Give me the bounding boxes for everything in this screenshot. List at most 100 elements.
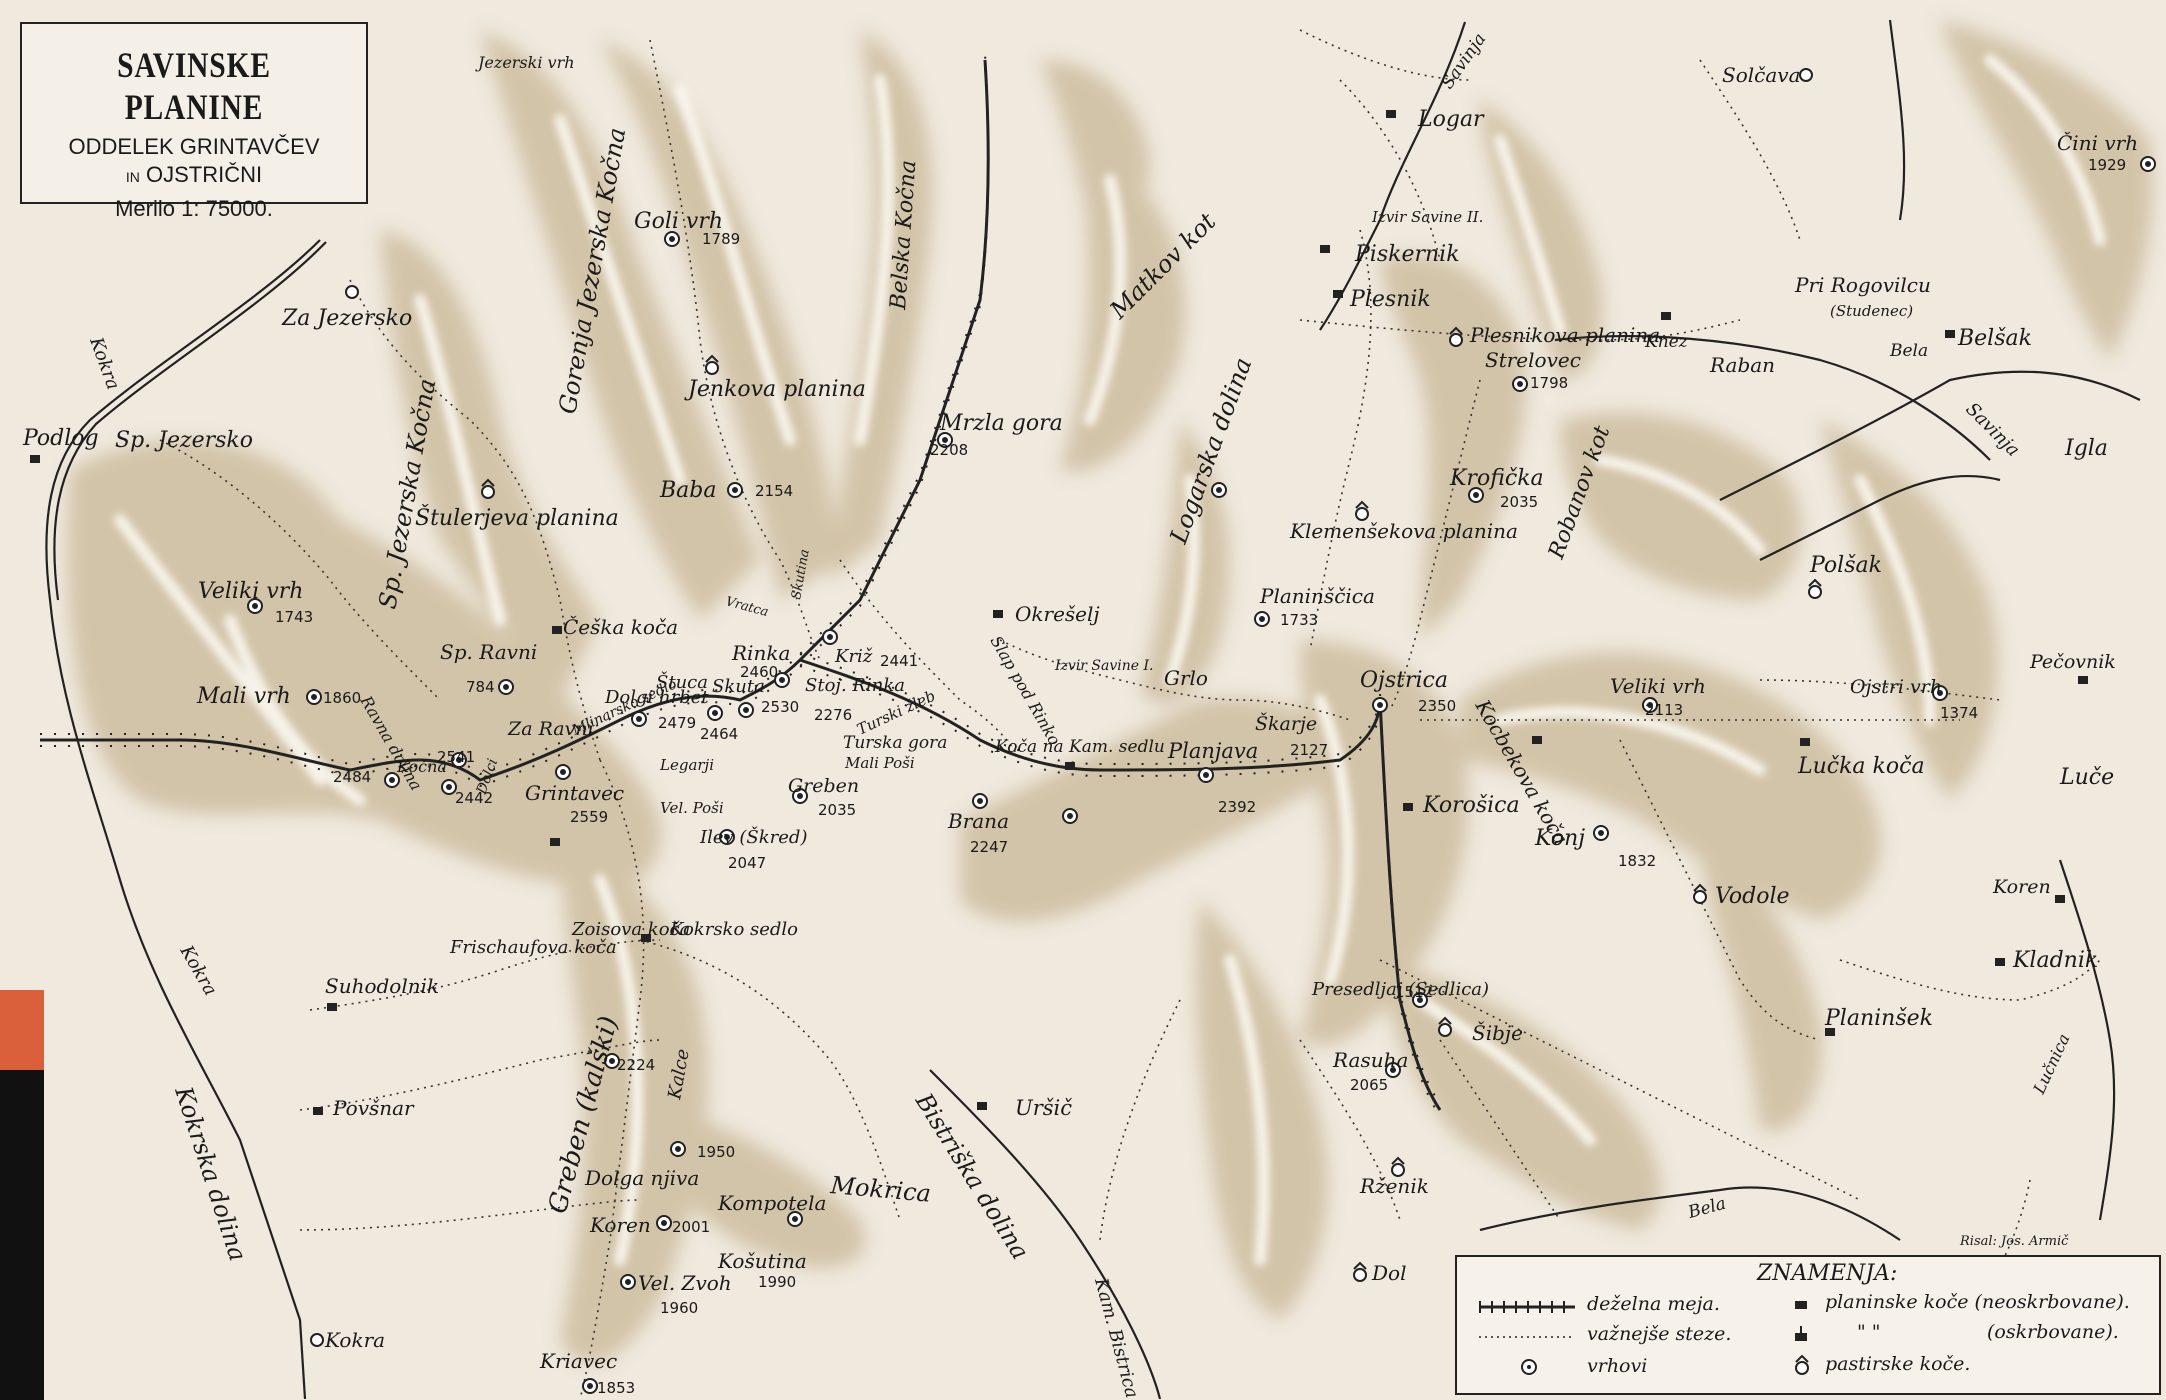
- elev-goli-vrh: 1789: [702, 230, 740, 248]
- label-kokrsko-sedlo: Kokrsko sedlo: [669, 919, 798, 940]
- legend-path-symbol: [1479, 1336, 1575, 1338]
- map-legend: ZNAMENJA: deželna meja. važnejše steze. …: [1455, 1255, 2161, 1395]
- label-knez: Knez: [1644, 332, 1689, 352]
- label-veliki-vrh-w: Veliki vrh: [198, 579, 303, 604]
- label-ojstrica: Ojstrica: [1360, 668, 1448, 693]
- elev-kriz: 2441: [880, 652, 918, 670]
- label-dol: Dol: [1371, 1261, 1406, 1285]
- label-grlo: Grlo: [1164, 666, 1208, 690]
- elev-ojstrica: 2350: [1418, 697, 1456, 715]
- elev-2484: 2484: [333, 768, 371, 786]
- map-scale: Merilo 1: 75000.: [115, 196, 273, 221]
- label-belsak: Belšak: [1957, 326, 2032, 351]
- label-vel-posi: Vel. Poši: [660, 799, 724, 817]
- label-ursic: Uršič: [1015, 1096, 1072, 1120]
- elev-kriavec: 1853: [597, 1379, 635, 1397]
- label-zoisova-koca: Zoisova koča: [571, 919, 690, 940]
- legend-ditto: " ": [1857, 1321, 1881, 1343]
- label-planinscica: Planinščica: [1259, 584, 1375, 608]
- label-plesnik: Plesnik: [1349, 287, 1431, 312]
- ridge-crests: [114, 54, 2106, 1266]
- elev-strelovec: 1798: [1530, 374, 1568, 392]
- map-subtitle-ojstricni: OJSTRIČNI: [146, 162, 263, 187]
- elev-kosutina: 1990: [758, 1273, 796, 1291]
- legend-managed-hut-label: (oskrbovane).: [1987, 1321, 2119, 1343]
- label-vodole: Vodole: [1715, 884, 1790, 909]
- elev-veliki-vrh-e: 2113: [1645, 701, 1683, 719]
- label-logar: Logar: [1417, 107, 1485, 132]
- elev-vel-zvoh: 1960: [660, 1299, 698, 1317]
- elev-koren: 2001: [672, 1218, 710, 1236]
- elev-rinka: 2460: [740, 663, 778, 681]
- label-baba: Baba: [659, 478, 716, 503]
- elev-stuca: 2479: [658, 714, 696, 732]
- map-subtitle-1: ODDELEK GRINTAVČEV: [68, 134, 320, 159]
- elev-stoj-rinka: 2276: [814, 706, 852, 724]
- legend-border-symbol: [1479, 1301, 1575, 1313]
- label-korosica: Korošica: [1422, 793, 1520, 818]
- map-title-box: SAVINSKE PLANINE ODDELEK GRINTAVČEV IN O…: [20, 22, 368, 221]
- label-mali-vrh: Mali vrh: [196, 684, 291, 709]
- label-dolga-njiva: Dolga njiva: [584, 1166, 699, 1190]
- label-ceska-koca: Češka koča: [563, 614, 678, 639]
- elev-rasuha: 1929: [2088, 156, 2126, 174]
- label-veliki-vrh-e: Veliki vrh: [1610, 674, 1706, 698]
- elev-cini-vrh: 1832: [1618, 852, 1656, 870]
- label-legarji: Legarji: [659, 756, 714, 774]
- elev-1950: 1950: [697, 1143, 735, 1161]
- legend-shepherd-label: pastirske koče.: [1825, 1353, 1971, 1375]
- elev-2442: 2442: [455, 789, 493, 807]
- label-frischaufova-koca: Frischaufova koča: [449, 937, 617, 958]
- label-klemensekova: Klemenšekova planina: [1289, 519, 1518, 543]
- label-za-jezersko: Za Jezersko: [281, 306, 412, 331]
- elev-ilev: 2047: [728, 854, 766, 872]
- map-title: SAVINSKE PLANINE: [117, 45, 271, 127]
- label-stuca: Štuca: [656, 670, 708, 693]
- label-rinka: Rinka: [731, 641, 790, 665]
- label-ojstri-vrh: Ojstri vrh: [1850, 676, 1942, 698]
- label-stoj-rinka: Stoj. Rinka: [805, 675, 905, 696]
- label-goli-vrh: Goli vrh: [634, 209, 723, 234]
- label-raban: Raban: [1709, 353, 1775, 377]
- hut-markers: [30, 110, 2088, 1115]
- elev-planjava: 2392: [1218, 798, 1256, 816]
- legend-hut-label: planinske koče (neoskrbovane).: [1825, 1291, 2130, 1313]
- legend-title: ZNAMENJA:: [1757, 1261, 1898, 1286]
- label-izvir-savine-1: Izvir Savine I.: [1054, 658, 1154, 674]
- label-kompotela: Kompotela: [717, 1191, 826, 1215]
- elev-baba: 2154: [755, 482, 793, 500]
- label-podlog: Podlog: [22, 426, 99, 451]
- label-igla: Igla: [2064, 436, 2108, 461]
- label-skuta: Skuta: [712, 676, 765, 697]
- legend-shepherd-symbol: [1795, 1354, 1809, 1375]
- label-studenec: (Studenec): [1830, 302, 1913, 320]
- elev-sp-ravni: 784: [466, 678, 495, 696]
- label-solcava: Solčava: [1722, 63, 1801, 87]
- elev-skuta: 2530: [761, 698, 799, 716]
- label-skarje: Škarje: [1255, 712, 1317, 735]
- label-presedljaj: Presedljaj (Sedlica): [1311, 979, 1489, 1000]
- label-koren-e: Koren: [1992, 876, 2051, 898]
- legend-border-label: deželna meja.: [1587, 1293, 1720, 1315]
- label-kosutina: Košutina: [717, 1249, 807, 1273]
- elev-mrzla-gora: 2208: [930, 441, 968, 459]
- label-plesnikova-planina: Plesnikova planina: [1469, 323, 1660, 347]
- label-sp-ravni: Sp. Ravni: [440, 640, 537, 664]
- elev-presedljaj: 1512: [1395, 983, 1433, 1001]
- label-pri-rogovilcu: Pri Rogovilcu: [1794, 273, 1931, 297]
- label-kocna: Kočna: [396, 757, 447, 776]
- label-mrzla-gora: Mrzla gora: [939, 411, 1063, 436]
- elev-kocna: 2541: [437, 748, 475, 766]
- label-greben: Greben: [788, 775, 859, 797]
- label-lucka-koca: Lučka koča: [1797, 754, 1925, 779]
- elev-konj: 2065: [1350, 1076, 1388, 1094]
- label-jenkova-planina: Jenkova planina: [684, 377, 866, 402]
- label-okreselj: Okrešelj: [1015, 602, 1100, 626]
- legend-path-label: važnejše steze.: [1587, 1323, 1732, 1345]
- label-izvir-savine-2: Izvir Savine II.: [1371, 208, 1483, 226]
- elev-dolgi-hrbet: 2464: [700, 725, 738, 743]
- legend-peak-label: vrhovi: [1587, 1355, 1648, 1377]
- label-suhodolnik: Suhodolnik: [325, 974, 439, 998]
- label-mali-posi: Mali Poši: [844, 754, 915, 772]
